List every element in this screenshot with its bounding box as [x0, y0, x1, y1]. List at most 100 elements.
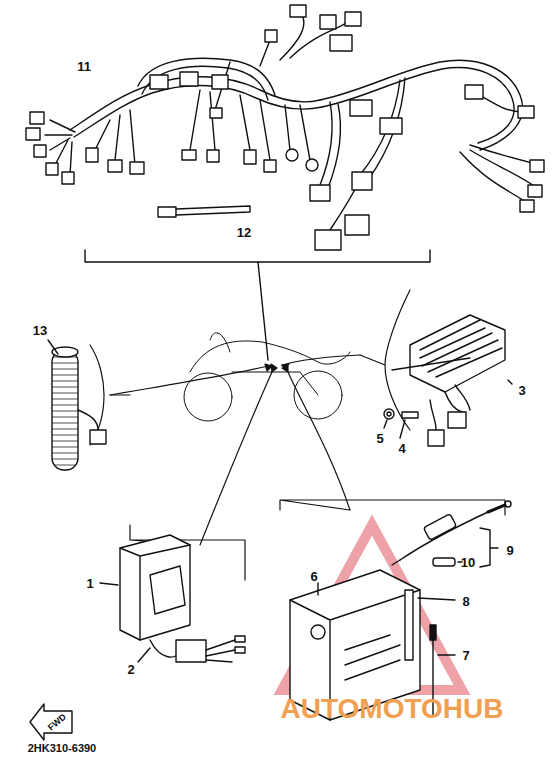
harness-connectors — [244, 150, 256, 164]
battery — [317, 583, 318, 595]
rectifier-regulator — [384, 420, 405, 438]
harness-connectors — [530, 160, 544, 172]
wire-harness — [142, 66, 268, 100]
rectifier-regulator — [402, 412, 418, 418]
wire-harness — [138, 58, 275, 95]
harness-connectors — [180, 72, 198, 86]
battery-leads — [430, 625, 436, 640]
harness-connectors — [310, 185, 330, 201]
forward-arrow — [30, 704, 72, 740]
harness-connectors — [26, 5, 544, 250]
harness-connectors — [352, 172, 372, 190]
callout-number: 5 — [376, 432, 383, 445]
harness-connectors — [345, 215, 369, 235]
grip-heater — [52, 350, 78, 470]
harness-connectors — [46, 163, 58, 175]
callout-number: 1 — [86, 577, 93, 590]
wire-harness — [45, 12, 540, 230]
wire-harness — [328, 104, 340, 188]
harness-connectors — [380, 118, 402, 134]
wire-harness — [74, 86, 322, 137]
callout-number: 11 — [77, 60, 91, 73]
cdi-unit — [100, 583, 150, 662]
rectifier-regulator — [445, 385, 470, 412]
battery-leads — [418, 598, 455, 600]
group-bracket — [85, 250, 430, 262]
wire-harness — [368, 78, 405, 180]
harness-connectors — [62, 172, 74, 184]
battery — [311, 625, 325, 639]
assembly-leaders — [360, 290, 410, 430]
rectifier-regulator — [392, 358, 470, 370]
watermark: AUTOMOTOHUB — [281, 695, 504, 723]
harness-connectors — [264, 160, 276, 172]
harness-connectors — [182, 150, 196, 160]
grip-heater — [48, 340, 58, 354]
illustration — [26, 5, 544, 740]
battery — [345, 635, 400, 680]
rectifier-regulator — [508, 380, 512, 384]
motorcycle-outline — [210, 333, 230, 352]
cdi-unit — [206, 640, 235, 662]
rectifier-regulator — [410, 315, 505, 392]
harness-connectors — [350, 100, 372, 116]
cdi-unit — [176, 640, 206, 662]
wire-harness — [215, 12, 350, 110]
motorcycle-outline — [184, 333, 350, 421]
harness-connectors — [265, 30, 277, 42]
rectifier-regulator — [387, 412, 391, 416]
assembly-leaders — [280, 500, 505, 515]
wire-harness — [45, 120, 75, 175]
fuse-holder — [488, 505, 505, 512]
rectifier-regulator — [384, 315, 512, 446]
callout-number: 12 — [237, 226, 251, 239]
cdi-unit — [235, 636, 245, 642]
cable-tie — [176, 206, 250, 215]
assembly-leaders — [200, 372, 272, 545]
motorcycle-outline — [190, 341, 350, 372]
battery-leads — [405, 590, 413, 660]
harness-connectors — [286, 149, 298, 161]
callout-number: 2 — [127, 663, 134, 676]
wire-harness — [95, 110, 135, 165]
fuse-holder — [392, 501, 511, 567]
harness-connectors — [108, 160, 122, 172]
rectifier-regulator — [428, 430, 444, 446]
grip-heater — [78, 410, 98, 430]
wire-harness — [460, 152, 530, 205]
harness-connectors — [520, 200, 534, 212]
harness-connectors — [315, 230, 341, 250]
grip-heater — [90, 430, 106, 444]
harness-connectors — [26, 128, 40, 140]
fuse-holder — [505, 501, 511, 507]
cable-tie — [158, 206, 250, 217]
callout-number: 13 — [33, 324, 47, 337]
cdi-unit — [120, 535, 190, 640]
motorcycle-outline — [232, 372, 318, 395]
harness-connectors — [34, 145, 46, 157]
cable-tie — [158, 207, 176, 217]
assembly-leaders — [110, 366, 268, 395]
harness-connectors — [210, 108, 222, 118]
harness-connectors — [212, 75, 228, 89]
fuse-holder — [392, 560, 400, 565]
wire-harness — [322, 68, 514, 143]
callout-number: 10 — [461, 556, 475, 569]
callout-number: 3 — [518, 384, 525, 397]
assembly-leaders — [90, 290, 505, 580]
harness-connectors — [306, 159, 318, 171]
harness-connectors — [30, 112, 44, 124]
part-code: 2HK310-6390 — [28, 743, 97, 754]
harness-connectors — [330, 35, 352, 51]
fuse-holder — [433, 558, 455, 566]
assembly-leaders — [288, 372, 350, 510]
fuse-holder — [400, 512, 488, 560]
wire-harness — [320, 60, 523, 150]
assembly-leaders — [90, 345, 130, 445]
cdi-unit — [120, 545, 190, 640]
harness-connectors — [290, 5, 306, 17]
group-line — [258, 262, 268, 360]
rectifier-regulator — [430, 400, 436, 430]
